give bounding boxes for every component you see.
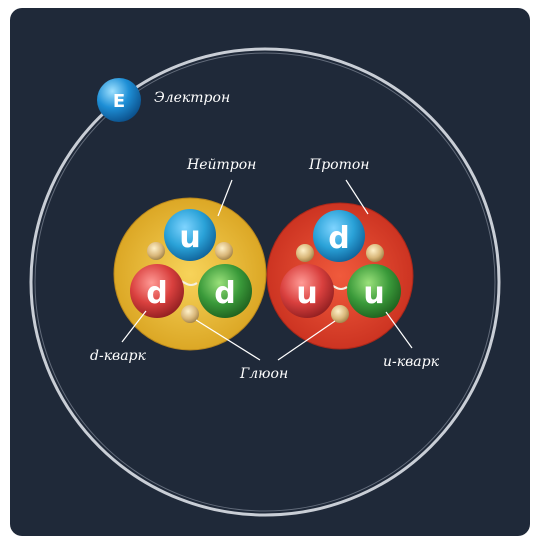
neutron-quark-d-green: d <box>198 264 252 318</box>
proton-label: Протон <box>308 157 370 173</box>
svg-text:d: d <box>214 276 235 311</box>
gluon <box>147 242 165 260</box>
diagram-card: E Электрон u d d Нейтрон <box>10 8 530 536</box>
proton-pointer <box>345 179 369 215</box>
proton: d u u <box>266 202 414 350</box>
neutron-pointer <box>217 179 233 217</box>
u-quark-pointer <box>385 311 413 349</box>
d-quark-pointer <box>121 310 147 343</box>
d-quark-label: d-кварк <box>90 348 147 364</box>
electron-orbit <box>29 47 501 517</box>
svg-text:d: d <box>328 221 349 256</box>
neutron-quark-u: u <box>164 209 216 261</box>
electron-symbol: E <box>113 91 125 112</box>
gluon <box>331 305 349 323</box>
u-quark-label: u-кварк <box>383 354 440 370</box>
gluon-pointer-proton <box>277 320 336 361</box>
electron-label: Электрон <box>154 90 230 106</box>
proton-quark-d: d <box>313 210 365 262</box>
gluon-label: Глюон <box>239 366 288 382</box>
electron: E <box>97 78 141 122</box>
neutron-quark-d-red: d <box>130 264 184 318</box>
atom-diagram: E Электрон u d d Нейтрон <box>29 47 501 517</box>
gluon <box>296 244 314 262</box>
gluon-pointer-neutron <box>195 319 261 361</box>
svg-text:u: u <box>363 276 384 311</box>
neutron-label: Нейтрон <box>186 157 256 173</box>
svg-text:u: u <box>296 276 317 311</box>
gluon <box>181 305 199 323</box>
proton-quark-u-green: u <box>347 264 401 318</box>
neutron: u d d <box>113 197 267 351</box>
svg-text:d: d <box>146 276 167 311</box>
svg-text:u: u <box>179 220 200 255</box>
proton-quark-u-red: u <box>280 264 334 318</box>
gluon <box>215 242 233 260</box>
gluon <box>366 244 384 262</box>
